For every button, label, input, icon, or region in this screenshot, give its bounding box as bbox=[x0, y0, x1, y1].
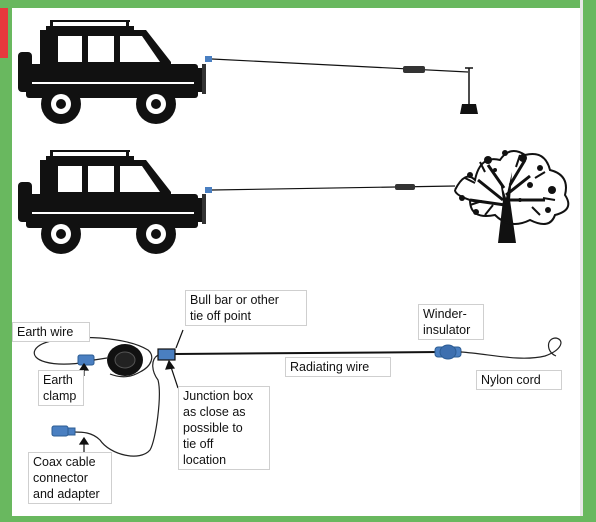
ground-stake bbox=[460, 67, 478, 114]
radiating-wire-line bbox=[174, 351, 441, 355]
junction-box-middle bbox=[205, 187, 212, 193]
winder-insulator-label: Winder- insulator bbox=[418, 304, 484, 340]
frame-right-border bbox=[583, 0, 596, 522]
nylon-cord-line bbox=[460, 337, 562, 359]
bull-bar-label: Bull bar or other tie off point bbox=[185, 290, 307, 326]
wire-middle bbox=[211, 185, 456, 191]
nylon-cord-label: Nylon cord bbox=[476, 370, 562, 390]
coax-connector-label: Coax cable connector and adapter bbox=[28, 452, 112, 504]
earth-wire-label: Earth wire bbox=[12, 322, 90, 342]
frame-bottom-border bbox=[0, 516, 596, 522]
jeep-top bbox=[18, 20, 206, 124]
jeep-middle bbox=[18, 150, 206, 254]
junction-box-label: Junction box as close as possible to tie… bbox=[178, 386, 270, 470]
frame-right-shadow bbox=[580, 0, 583, 522]
bull-bar-arrow bbox=[175, 329, 184, 349]
coax-connector-icon bbox=[51, 425, 76, 437]
junction-box-icon bbox=[157, 348, 176, 361]
earth-clamp-label: Earth clamp bbox=[38, 370, 84, 406]
junction-box-top bbox=[205, 56, 212, 62]
radiating-wire-label: Radiating wire bbox=[285, 357, 391, 377]
tree bbox=[454, 150, 570, 243]
earth-loop bbox=[33, 336, 153, 378]
winder-insulator-icon bbox=[434, 344, 462, 360]
bull-bar-circle bbox=[107, 344, 143, 376]
wire-top bbox=[211, 58, 469, 73]
antenna-diagram bbox=[18, 20, 570, 457]
insulator-middle bbox=[395, 184, 415, 190]
red-corner-tab bbox=[0, 8, 8, 58]
coax-cable-line bbox=[73, 354, 160, 457]
insulator-top bbox=[403, 66, 425, 73]
earth-clamp-icon bbox=[77, 354, 95, 366]
frame-left-border bbox=[0, 0, 12, 522]
frame-top-border bbox=[0, 0, 596, 8]
